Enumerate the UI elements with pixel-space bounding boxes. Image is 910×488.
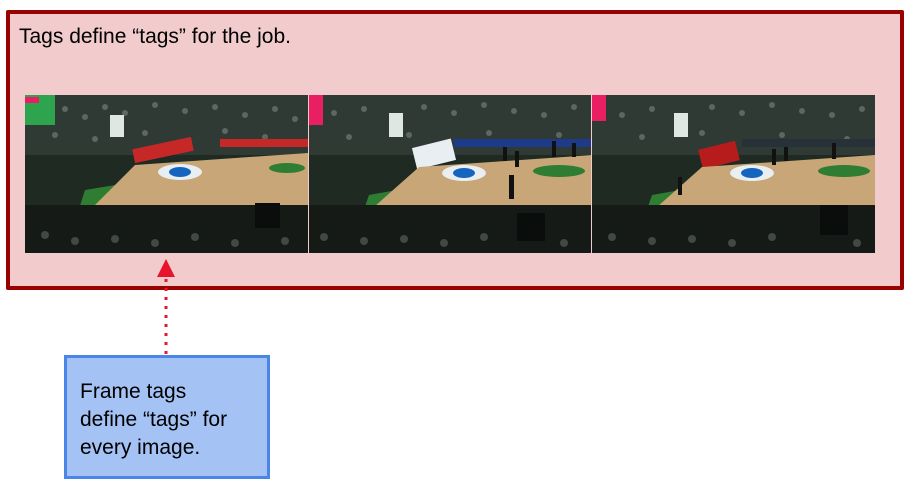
dotted-connector: [157, 259, 175, 355]
frame-tags-line: define “tags” for: [80, 408, 228, 431]
basketball-frame-3: [592, 95, 876, 253]
job-tags-title: Tags define “tags” for the job.: [19, 25, 291, 48]
frame-strip: [25, 95, 876, 253]
frame-tags-text: Frame tags define “tags” for every image…: [80, 378, 227, 462]
frame-tags-line: Frame tags: [80, 380, 187, 403]
frame-tags-note: Frame tags define “tags” for every image…: [64, 355, 270, 479]
frame-tags-line: every image.: [80, 436, 201, 459]
arrow-up-icon: [157, 259, 175, 277]
basketball-frame-2: [308, 95, 592, 253]
basketball-frame-1: [25, 95, 308, 253]
